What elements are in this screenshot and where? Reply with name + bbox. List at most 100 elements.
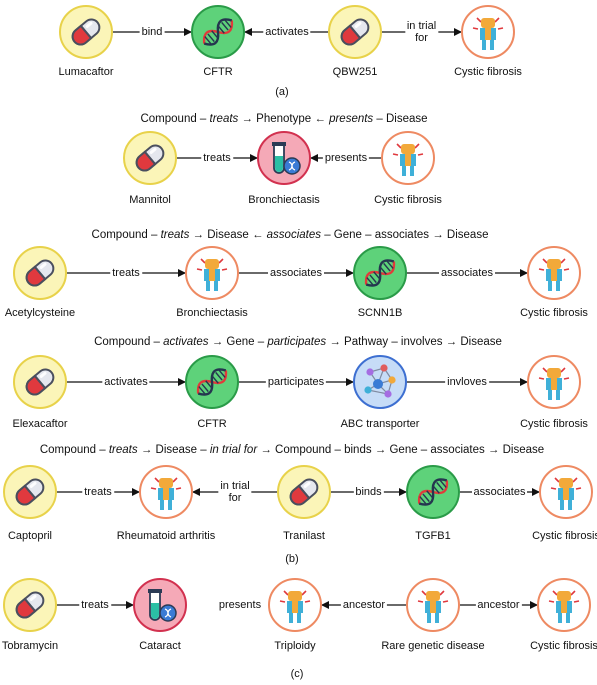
dna-icon	[202, 18, 234, 46]
pill-icon	[340, 18, 370, 46]
cystic-fibrosis-node	[537, 578, 591, 632]
tobramycin-label: Tobramycin	[1, 640, 59, 652]
edge-label-presents: presents	[216, 599, 264, 611]
network-icon	[364, 364, 396, 398]
qbw251-label: QBW251	[332, 66, 378, 78]
cataract-label: Cataract	[139, 640, 181, 652]
test-tube-icon	[272, 142, 301, 175]
patient-icon	[472, 17, 504, 50]
edge-label-ancestor: ancestor	[475, 599, 522, 611]
triploidy-label: Triploidy	[274, 640, 316, 652]
cystic-fibrosis-node	[539, 465, 593, 519]
patient-icon	[550, 477, 582, 510]
pill-icon	[25, 368, 55, 396]
edge-label-bind: bind	[139, 26, 165, 38]
rare-genetic-disease-label: Rare genetic disease	[381, 640, 485, 652]
patient-icon	[417, 590, 449, 623]
tranilast-label: Tranilast	[283, 530, 325, 542]
tobramycin-node	[3, 578, 57, 632]
metapath-header-4: Compound – treats → Disease – in trial f…	[39, 444, 545, 456]
edge-label-invloves: invloves	[445, 376, 489, 388]
cftr-label: CFTR	[203, 66, 233, 78]
pill-icon	[15, 591, 45, 619]
cataract-node	[133, 578, 187, 632]
tgfb1-label: TGFB1	[415, 530, 451, 542]
mannitol-node	[123, 131, 177, 185]
cftr-node	[185, 355, 239, 409]
patient-icon	[538, 258, 570, 291]
patient-icon	[392, 143, 424, 176]
edge-label-participates: participates	[265, 376, 327, 388]
acetylcysteine-node	[13, 246, 67, 300]
cftr-label: CFTR	[197, 418, 227, 430]
captopril-node	[3, 465, 57, 519]
cystic-fibrosis-label: Cystic fibrosis	[520, 418, 588, 430]
mannitol-label: Mannitol	[129, 194, 171, 206]
pill-icon	[135, 144, 165, 172]
patient-icon	[279, 590, 311, 623]
scnn1b-node	[353, 246, 407, 300]
elexacaftor-label: Elexacaftor	[12, 418, 68, 430]
cystic-fibrosis-label: Cystic fibrosis	[520, 307, 588, 319]
tranilast-node	[277, 465, 331, 519]
edge-label-presents: presents	[322, 152, 370, 164]
metapath-header-2: Compound – treats → Disease ← associates…	[91, 229, 489, 241]
bronchiectasis-label: Bronchiectasis	[176, 307, 248, 319]
edge-label-associates: associates	[471, 486, 528, 498]
rare-genetic-disease-node	[406, 578, 460, 632]
edge-label-activates: activates	[263, 26, 311, 38]
cystic-fibrosis-label: Cystic fibrosis	[532, 530, 597, 542]
dna-icon	[364, 259, 396, 287]
cystic-fibrosis-node	[381, 131, 435, 185]
pill-icon	[25, 259, 55, 287]
cystic-fibrosis-node	[461, 5, 515, 59]
edge-label-treats: treats	[82, 486, 114, 498]
elexacaftor-node	[13, 355, 67, 409]
tgfb1-node	[406, 465, 460, 519]
caption-c: (c)	[290, 668, 304, 680]
lumacaftor-node	[59, 5, 113, 59]
edge-label-treats: treats	[201, 152, 233, 164]
patient-icon	[196, 258, 228, 291]
edge-label-binds: binds	[353, 486, 384, 498]
pill-icon	[15, 478, 45, 506]
triploidy-node	[268, 578, 322, 632]
metapath-header-3: Compound – activates → Gene – participat…	[94, 336, 502, 348]
pill-icon	[71, 18, 101, 46]
scnn1b-label: SCNN1B	[357, 307, 403, 319]
qbw251-node	[328, 5, 382, 59]
abc-transporter-label: ABC transporter	[340, 418, 420, 430]
patient-icon	[548, 590, 580, 623]
acetylcysteine-label: Acetylcysteine	[4, 307, 76, 319]
captopril-label: Captopril	[7, 530, 53, 542]
abc-transporter-node	[353, 355, 407, 409]
patient-icon	[538, 367, 570, 400]
edge-label-ancestor: ancestor	[340, 599, 388, 611]
edge-label-associates: associates	[268, 267, 324, 279]
rheumatoid-arthritis-label: Rheumatoid arthritis	[116, 530, 216, 542]
cystic-fibrosis-label: Cystic fibrosis	[374, 194, 442, 206]
cystic-fibrosis-label: Cystic fibrosis	[530, 640, 597, 652]
test-tube-icon	[148, 589, 177, 622]
caption-a: (a)	[275, 86, 289, 98]
edge-label-treats: treats	[110, 267, 142, 279]
dna-icon	[196, 368, 228, 396]
caption-b: (b)	[285, 553, 299, 565]
dna-icon	[417, 478, 449, 506]
edge-label-activates: activates	[102, 376, 150, 388]
bronchiectasis-label: Bronchiectasis	[248, 194, 320, 206]
metapath-header-1: Compound – treats → Phenotype ← presents…	[140, 113, 428, 125]
cystic-fibrosis-node	[527, 246, 581, 300]
edge-label-associates: associates	[439, 267, 495, 279]
cftr-node	[191, 5, 245, 59]
edge-label-treats: treats	[79, 599, 111, 611]
bronchiectasis-node	[185, 246, 239, 300]
cystic-fibrosis-label: Cystic fibrosis	[454, 66, 522, 78]
pill-icon	[289, 478, 319, 506]
cystic-fibrosis-node	[527, 355, 581, 409]
patient-icon	[150, 477, 182, 510]
lumacaftor-label: Lumacaftor	[58, 66, 114, 78]
